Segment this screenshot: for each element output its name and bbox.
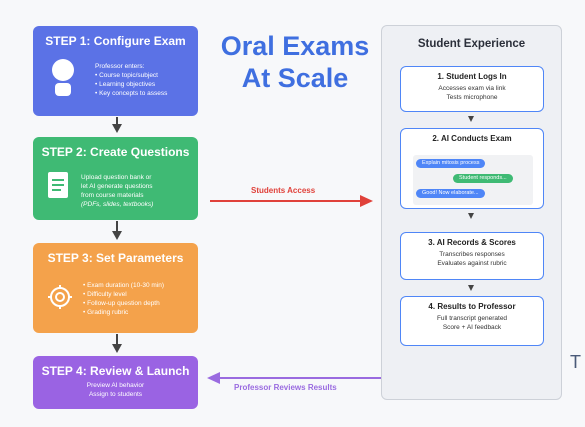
arrow-shaft <box>116 117 118 127</box>
card-line: Accesses exam via link <box>438 85 506 92</box>
card-line: Full transcript generated <box>436 315 508 322</box>
step-1-item: • Key concepts to assess <box>95 90 168 97</box>
step-3-set-parameters: STEP 3: Set Parameters • Exam duration (… <box>33 243 198 333</box>
step-1-configure-exam: STEP 1: Configure Exam Professor enters:… <box>33 26 198 116</box>
ai-chat-bubble: Good! Now elaborate... <box>416 189 485 198</box>
down-arrow-icon <box>468 213 474 219</box>
card-title: 4. Results to Professor <box>428 302 516 311</box>
card-ai-conducts-exam: 2. AI Conducts Exam Explain mitosis proc… <box>400 128 544 209</box>
students-access-arrow <box>210 195 373 207</box>
step-4-line: Preview AI behavior <box>86 382 145 389</box>
card-line: Score + AI feedback <box>442 324 502 331</box>
card-ai-records-scores: 3. AI Records & Scores Transcribes respo… <box>400 232 544 280</box>
card-line: Evaluates against rubric <box>437 260 507 267</box>
headline: Oral Exams At Scale <box>210 30 380 94</box>
down-arrow-icon <box>468 285 474 291</box>
edge-letter: T <box>570 352 581 372</box>
step-1-item: • Learning objectives <box>95 81 156 88</box>
card-text: Accesses exam via link Tests microphone <box>401 84 543 102</box>
card-results-to-professor: 4. Results to Professor Full transcript … <box>400 296 544 346</box>
step-2-create-questions: STEP 2: Create Questions Upload question… <box>33 137 198 220</box>
step-2-line: let AI generate questions <box>81 183 153 190</box>
students-access-label: Students Access <box>251 186 316 195</box>
student-experience-panel: Student Experience 1. Student Logs In Ac… <box>381 25 562 400</box>
down-arrow-icon <box>112 124 122 133</box>
headline-line2: At Scale <box>241 63 349 93</box>
arrow-shaft <box>116 221 118 233</box>
step-3-item: • Grading rubric <box>83 309 129 316</box>
professor-reviews-label: Professor Reviews Results <box>234 383 337 392</box>
card-text: Full transcript generated Score + AI fee… <box>401 314 543 332</box>
step-1-item: • Course topic/subject <box>95 72 158 79</box>
down-arrow-icon <box>112 231 122 240</box>
step-3-item: • Follow-up question depth <box>83 300 160 307</box>
chat-area: Explain mitosis process Student responds… <box>413 155 533 205</box>
step-2-line: Upload question bank or <box>81 174 152 181</box>
step-4-line: Assign to students <box>88 391 143 398</box>
step-3-title: STEP 3: Set Parameters <box>47 251 184 265</box>
step-4-text: Preview AI behavior Assign to students <box>33 381 198 399</box>
step-1-text: Professor enters: • Course topic/subject… <box>95 62 167 98</box>
ai-chat-bubble: Explain mitosis process <box>416 159 486 168</box>
down-arrow-icon <box>468 116 474 122</box>
step-4-title: STEP 4: Review & Launch <box>41 364 190 378</box>
step-3-text: • Exam duration (10-30 min) • Difficulty… <box>83 281 164 317</box>
step-3-item: • Exam duration (10-30 min) <box>83 282 165 289</box>
arrow-shaft <box>116 334 118 346</box>
headline-line1: Oral Exams <box>220 31 370 61</box>
step-2-text: Upload question bank or let AI generate … <box>81 173 153 209</box>
target-icon <box>48 285 72 309</box>
panel-title: Student Experience <box>417 38 526 50</box>
step-2-title: STEP 2: Create Questions <box>41 145 190 159</box>
card-text: Transcribes responses Evaluates against … <box>401 250 543 268</box>
step-2-note: (PDFs, slides, textbooks) <box>81 201 154 208</box>
card-line: Tests microphone <box>446 94 498 101</box>
student-chat-bubble: Student responds... <box>453 174 513 183</box>
person-icon <box>52 59 74 96</box>
document-icon <box>48 172 68 198</box>
card-line: Transcribes responses <box>439 251 505 258</box>
card-title: 3. AI Records & Scores <box>428 238 516 247</box>
down-arrow-icon <box>112 344 122 353</box>
card-student-logs-in: 1. Student Logs In Accesses exam via lin… <box>400 66 544 112</box>
step-4-review-launch: STEP 4: Review & Launch Preview AI behav… <box>33 356 198 409</box>
step-3-item: • Difficulty level <box>83 291 127 298</box>
step-1-intro: Professor enters: <box>95 63 145 70</box>
card-title: 1. Student Logs In <box>437 72 507 81</box>
professor-reviews-arrow <box>207 372 381 384</box>
card-title: 2. AI Conducts Exam <box>432 134 512 143</box>
step-2-line: from course materials <box>81 192 144 199</box>
step-1-title: STEP 1: Configure Exam <box>45 34 186 48</box>
